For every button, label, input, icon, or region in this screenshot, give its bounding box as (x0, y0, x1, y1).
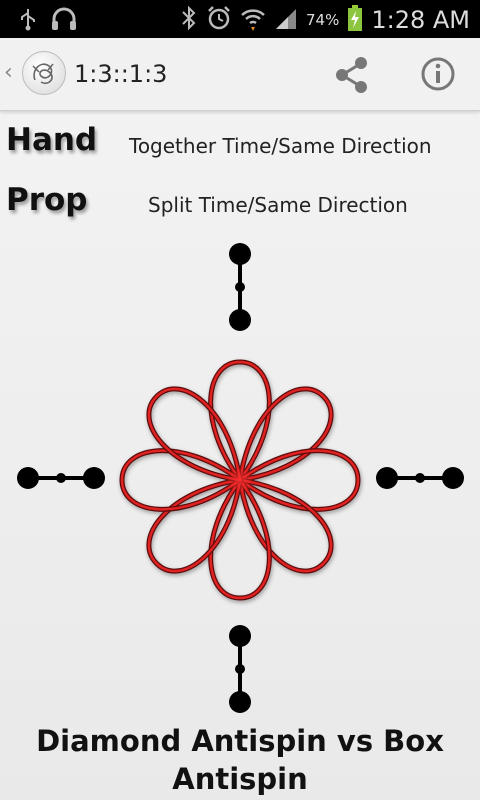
petal (120, 449, 243, 511)
hand-value: Together Time/Same Direction (129, 134, 432, 158)
wifi-icon (240, 5, 266, 35)
top-staff (229, 243, 251, 331)
caption-line-1: Diamond Antispin vs Box (36, 724, 444, 758)
share-icon (336, 57, 367, 93)
petal (209, 360, 271, 483)
petal (237, 449, 360, 511)
share-button[interactable] (332, 56, 372, 94)
alarm-icon (206, 5, 232, 35)
prop-label: Prop (6, 182, 88, 218)
signal-icon (274, 5, 298, 35)
hand-label: Hand (6, 122, 98, 158)
bluetooth-icon (180, 5, 198, 35)
usb-icon (18, 7, 38, 35)
battery-charging-icon (347, 4, 363, 36)
clock: 1:28 AM (371, 6, 470, 34)
caption-line-2: Antispin (172, 762, 308, 796)
pattern-caption: Diamond Antispin vs Box Antispin (0, 722, 480, 798)
petal (238, 387, 333, 482)
petal (238, 478, 333, 573)
battery-percent: 74% (306, 11, 340, 29)
action-bar: ‹ 1:3::1:3 (0, 38, 480, 111)
right-staff (376, 467, 464, 489)
petal (209, 477, 271, 600)
petal (147, 478, 242, 573)
headphones-icon (50, 7, 78, 35)
petal (147, 387, 242, 482)
info-icon (421, 57, 455, 91)
pattern-flower (119, 359, 361, 601)
page-title: 1:3::1:3 (74, 60, 168, 88)
bottom-staff (229, 625, 251, 713)
prop-value: Split Time/Same Direction (148, 193, 408, 217)
info-button[interactable] (418, 54, 458, 94)
status-bar: 74% 1:28 AM (0, 0, 480, 38)
left-staff (17, 467, 105, 489)
app-logo[interactable] (22, 51, 66, 95)
up-navigation-icon[interactable]: ‹ (4, 60, 13, 85)
